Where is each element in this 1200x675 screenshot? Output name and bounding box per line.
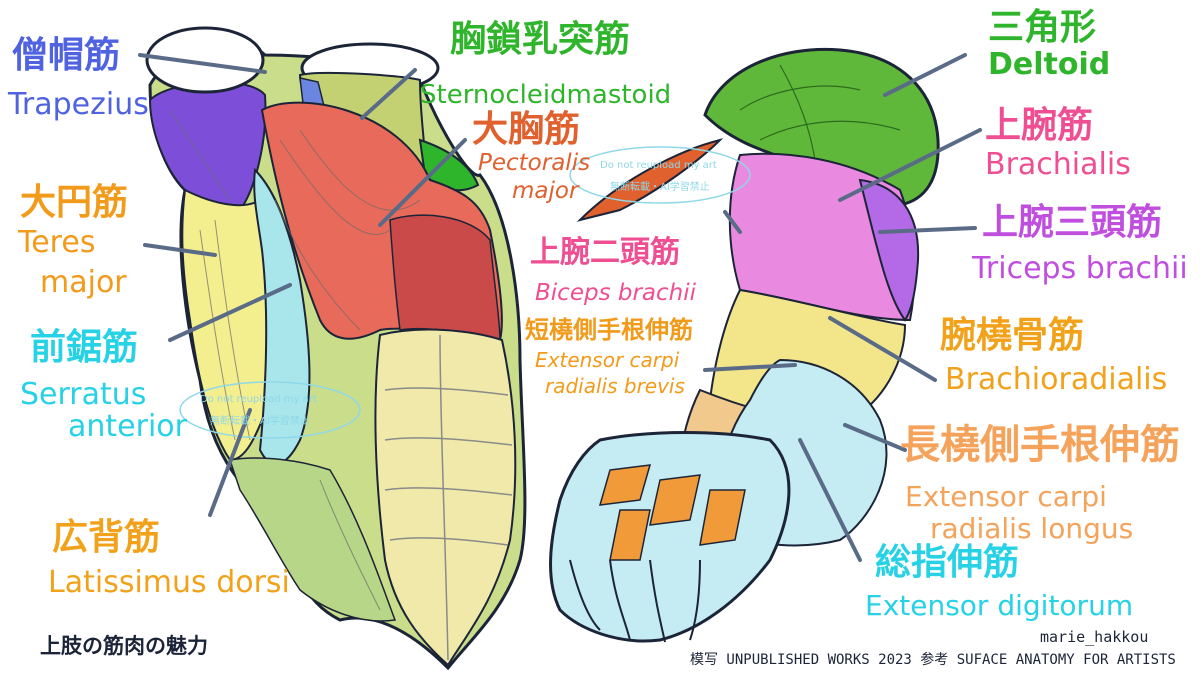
arm-figure xyxy=(549,47,940,643)
leader-lines xyxy=(138,53,982,562)
trapezius-muscle xyxy=(148,81,267,212)
serratus-label-en1: Serratus xyxy=(20,377,147,412)
triceps-label-jp: 上腕三頭筋 xyxy=(982,202,1163,243)
watermark-ovals xyxy=(179,146,751,439)
ecrl-label-en1: Extensor carpi xyxy=(905,480,1107,513)
deltoid-label-en: Deltoid xyxy=(988,47,1111,82)
trapezius-label-en: Trapezius xyxy=(8,87,149,122)
signature: marie_hakkou xyxy=(1040,628,1149,646)
ecrb-label-en2: radialis brevis xyxy=(545,374,685,398)
latissimus-label-jp: 広背筋 xyxy=(52,517,161,558)
biceps-label-jp: 上腕二頭筋 xyxy=(530,235,680,270)
watermark-text-right-2: 無断転載・AI学習禁止 xyxy=(610,182,710,193)
watermark-text-left-1: Do not reupload my art xyxy=(200,394,317,405)
teres-label-jp: 大円筋 xyxy=(20,182,129,223)
credit: 模写 UNPUBLISHED WORKS 2023 参考 SUFACE ANAT… xyxy=(690,652,1176,668)
teres-label-en1: Teres xyxy=(18,225,96,260)
ecrl-label-en2: radialis longus xyxy=(930,512,1134,545)
digitorum-label-jp: 総指伸筋 xyxy=(875,542,1020,583)
brachialis-label-en: Brachialis xyxy=(985,147,1131,182)
serratus-label-jp: 前鋸筋 xyxy=(30,327,139,368)
trapezius-label-jp: 僧帽筋 xyxy=(12,35,121,76)
sternocleidomastoid-label-jp: 胸鎖乳突筋 xyxy=(450,19,631,60)
triceps-label-en: Triceps brachii xyxy=(972,251,1188,286)
ecrl-label-jp: 長橈側手根伸筋 xyxy=(900,422,1180,468)
biceps-label-en: Biceps brachii xyxy=(535,280,697,306)
pectoralis-label-jp: 大胸筋 xyxy=(472,109,581,150)
watermark-text-right-1: Do not reupload my art xyxy=(600,160,717,171)
pectoralis-label-en1: Pectoralis xyxy=(478,150,591,176)
watermark-text-left-2: 無断転載・AI学習禁止 xyxy=(210,416,310,427)
pectoralis-label-en2: major xyxy=(512,178,579,204)
brachioradialis-label-en: Brachioradialis xyxy=(945,362,1168,397)
abdominal-muscles xyxy=(374,328,517,667)
digitorum-label-en: Extensor digitorum xyxy=(865,589,1134,622)
brachialis-label-jp: 上腕筋 xyxy=(985,105,1094,146)
ecrb-label-en1: Extensor carpi xyxy=(535,348,680,372)
ecrb-label-jp: 短橈側手根伸筋 xyxy=(525,316,693,344)
shoulder-cut-left xyxy=(145,26,265,94)
caption: 上肢の筋肉の魅力 xyxy=(40,634,208,658)
brachioradialis-label-jp: 腕橈骨筋 xyxy=(940,315,1085,356)
teres-label-en2: major xyxy=(40,265,127,300)
triceps-muscle xyxy=(858,178,920,322)
latissimus-label-en: Latissimus dorsi xyxy=(48,565,290,600)
serratus-label-en2: anterior xyxy=(68,409,187,444)
deltoid-label-jp: 三角形 xyxy=(988,7,1097,48)
sternocleidomastoid-label-en: Sternocleidmastoid xyxy=(420,80,672,110)
